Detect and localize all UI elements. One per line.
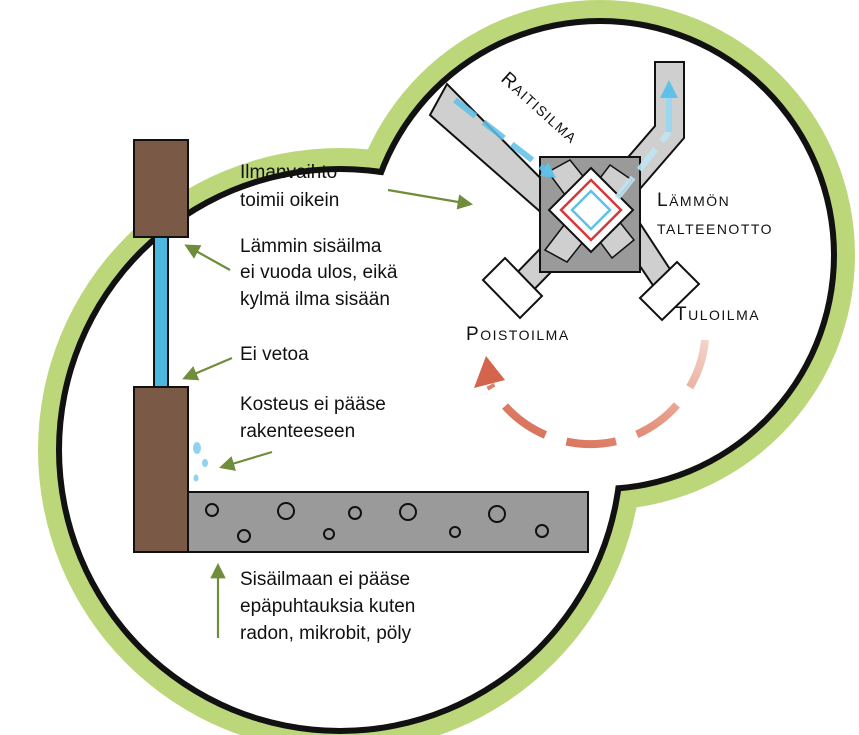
recycle-arrowhead (474, 356, 505, 388)
arrow-ventilation (387, 188, 474, 210)
contaminants-label: Sisäilmaan ei pääse epäpuhtauksia kuten … (240, 569, 421, 644)
supply-flow (614, 130, 672, 200)
fresh-air-flow (453, 97, 547, 173)
supply-air-label: TULOILMA (675, 304, 760, 325)
arrow-no-draft (182, 356, 233, 381)
pointer-arrows (182, 188, 474, 638)
exhaust-air-label: POISTOILMA (466, 324, 570, 345)
moisture-drop (193, 442, 201, 454)
wall-upper (133, 139, 189, 238)
supply-grille (638, 260, 701, 322)
heat-recovery-label: LÄMMÖN TALTEENOTTO (657, 190, 773, 237)
concrete-slab (187, 491, 589, 553)
moisture-label: Kosteus ei pääse rakenteeseen (240, 394, 391, 442)
supply-arrowhead (660, 80, 678, 98)
arrow-warm-air (184, 244, 231, 271)
wall (133, 139, 208, 553)
arrow-moisture (219, 450, 273, 471)
window-glass (153, 236, 169, 388)
no-draft-label: Ei vetoa (240, 344, 309, 365)
fresh-air-arrowhead (540, 162, 556, 178)
warm-air-label: Lämmin sisäilma ei vuoda ulos, eikä kylm… (240, 236, 403, 310)
ventilation-label: Ilmanvaihto toimii oikein (240, 162, 342, 211)
heat-recovery-unit (428, 61, 701, 322)
exhaust-grille (481, 256, 544, 320)
recycle-arrow (474, 339, 709, 449)
moisture-drop (193, 474, 199, 482)
wall-lower (133, 386, 189, 553)
moisture-drop (202, 459, 208, 467)
